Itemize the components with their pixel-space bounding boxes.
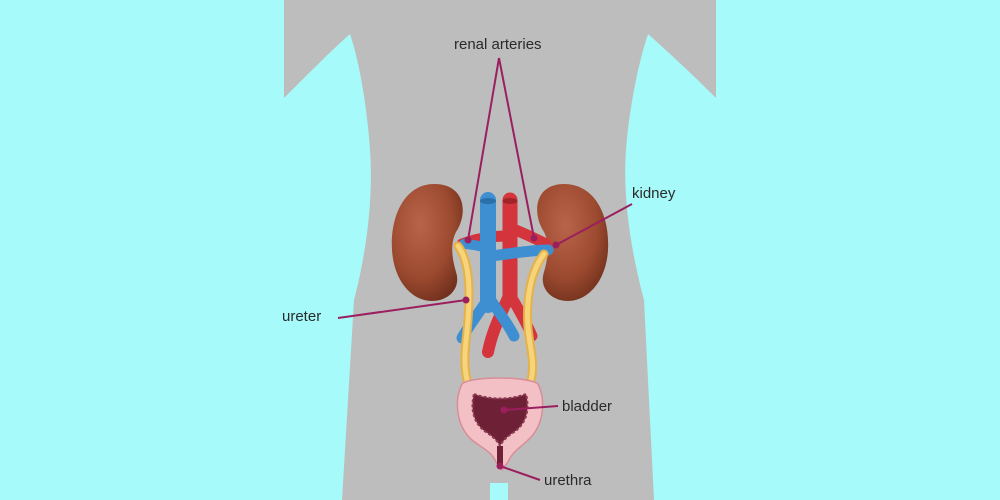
aorta-top — [502, 198, 518, 204]
label-kidney: kidney — [632, 185, 676, 202]
leader-renal-left — [467, 57, 500, 241]
leader-bladder — [503, 405, 559, 411]
ureter-left-core — [455, 243, 472, 387]
dot-kidney — [552, 241, 560, 249]
left-kidney — [391, 184, 463, 301]
leader-urethra — [499, 465, 541, 481]
ureter-right-core — [525, 251, 547, 387]
leader-lines — [337, 57, 633, 481]
urethra-tube — [497, 446, 503, 466]
leader-renal-right — [498, 57, 535, 239]
dot-bladder — [500, 406, 508, 414]
leader-ureter — [337, 299, 467, 319]
vena-cava-top — [480, 198, 496, 204]
iliac-artery-left — [482, 292, 514, 358]
right-kidney — [537, 184, 609, 301]
leader-dots — [462, 234, 560, 470]
dot-renal-right — [530, 234, 538, 242]
dot-urethra — [496, 462, 504, 470]
label-bladder: bladder — [562, 398, 613, 415]
label-urethra: urethra — [544, 472, 592, 489]
renal-vein-left — [459, 239, 493, 253]
iliac-vein-right — [486, 296, 520, 342]
label-ureter: ureter — [282, 308, 322, 325]
bladder-lumen — [471, 392, 529, 449]
leader-kidney — [555, 203, 633, 246]
label-renal-arteries: renal arteries — [454, 36, 542, 53]
dot-ureter — [462, 296, 470, 304]
dot-renal-left — [464, 236, 472, 244]
